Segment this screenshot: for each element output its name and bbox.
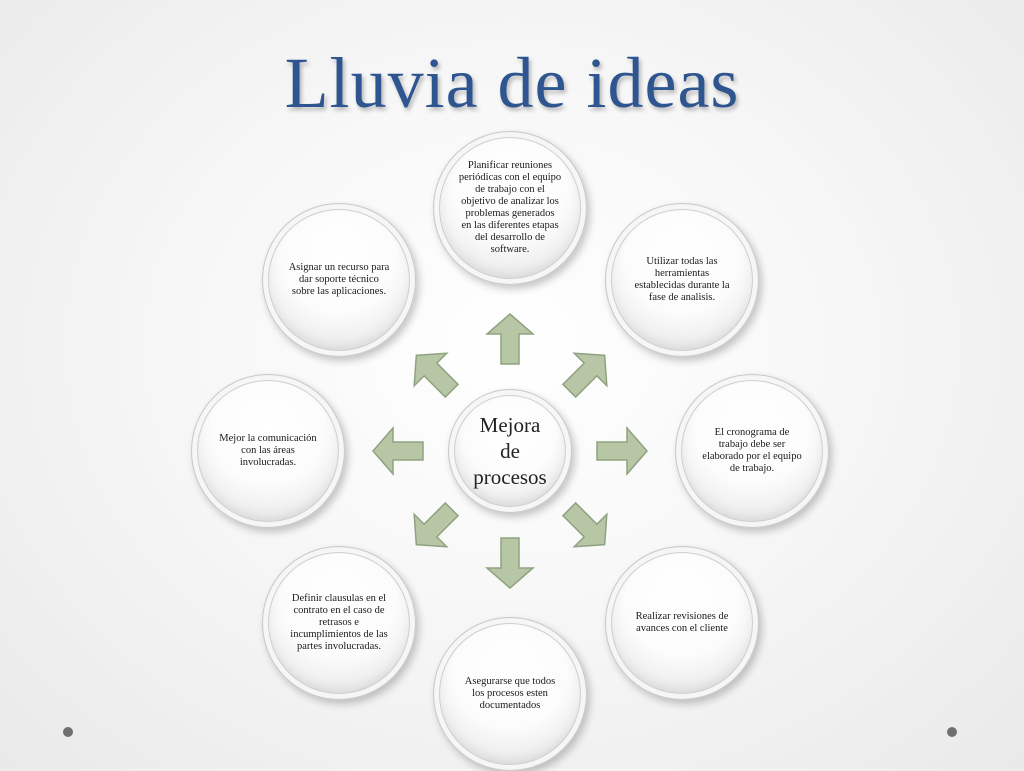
slide-title: Lluvia de ideas [284,43,740,123]
arrow-down-right-icon [561,501,608,548]
center-node: Mejora de procesos [448,389,572,513]
arrow-up-left-icon [413,352,460,399]
idea-node-bottom: Asegurarse que todos los procesos esten … [433,617,587,771]
arrow-up-left [393,332,475,414]
idea-node-bottom-text: Asegurarse que todos los procesos esten … [464,676,556,711]
idea-node-bottom-right: Realizar revisiones de avances con el cl… [605,546,759,700]
arrow-up-right [546,332,628,414]
arrow-up-right-icon [561,352,608,399]
arrow-down-left [393,486,475,568]
idea-node-left: Mejor la comunicación con las áreas invo… [191,374,345,528]
idea-node-left-text: Mejor la comunicación con las áreas invo… [219,433,317,468]
idea-node-bottom-right-text: Realizar revisiones de avances con el cl… [635,611,729,634]
corner-dot-right [947,727,957,737]
idea-node-right: El cronograma de trabajo debe ser elabor… [675,374,829,528]
arrow-up-icon [484,313,536,365]
idea-node-top-right: Utilizar todas las herramientas establec… [605,203,759,357]
arrow-down [481,534,539,592]
idea-node-top: Planificar reuniones periódicas con el e… [433,131,587,285]
idea-node-bottom-left-text: Definir clausulas en el contrato en el c… [290,593,388,652]
center-node-label: Mejora de procesos [473,413,547,489]
idea-node-top-left: Asignar un recurso para dar soporte técn… [262,203,416,357]
idea-node-top-text: Planificar reuniones periódicas con el e… [458,160,562,255]
arrow-left [369,422,427,480]
arrow-down-left-icon [413,501,460,548]
corner-dot-left [63,727,73,737]
idea-node-right-text: El cronograma de trabajo debe ser elabor… [702,427,802,474]
arrow-up [481,310,539,368]
arrow-down-icon [484,537,536,589]
arrow-down-right [546,486,628,568]
idea-node-top-left-text: Asignar un recurso para dar soporte técn… [288,262,390,297]
arrow-right [593,422,651,480]
idea-node-top-right-text: Utilizar todas las herramientas establec… [634,256,730,303]
idea-node-bottom-left: Definir clausulas en el contrato en el c… [262,546,416,700]
arrow-left-icon [372,425,424,477]
arrow-right-icon [596,425,648,477]
